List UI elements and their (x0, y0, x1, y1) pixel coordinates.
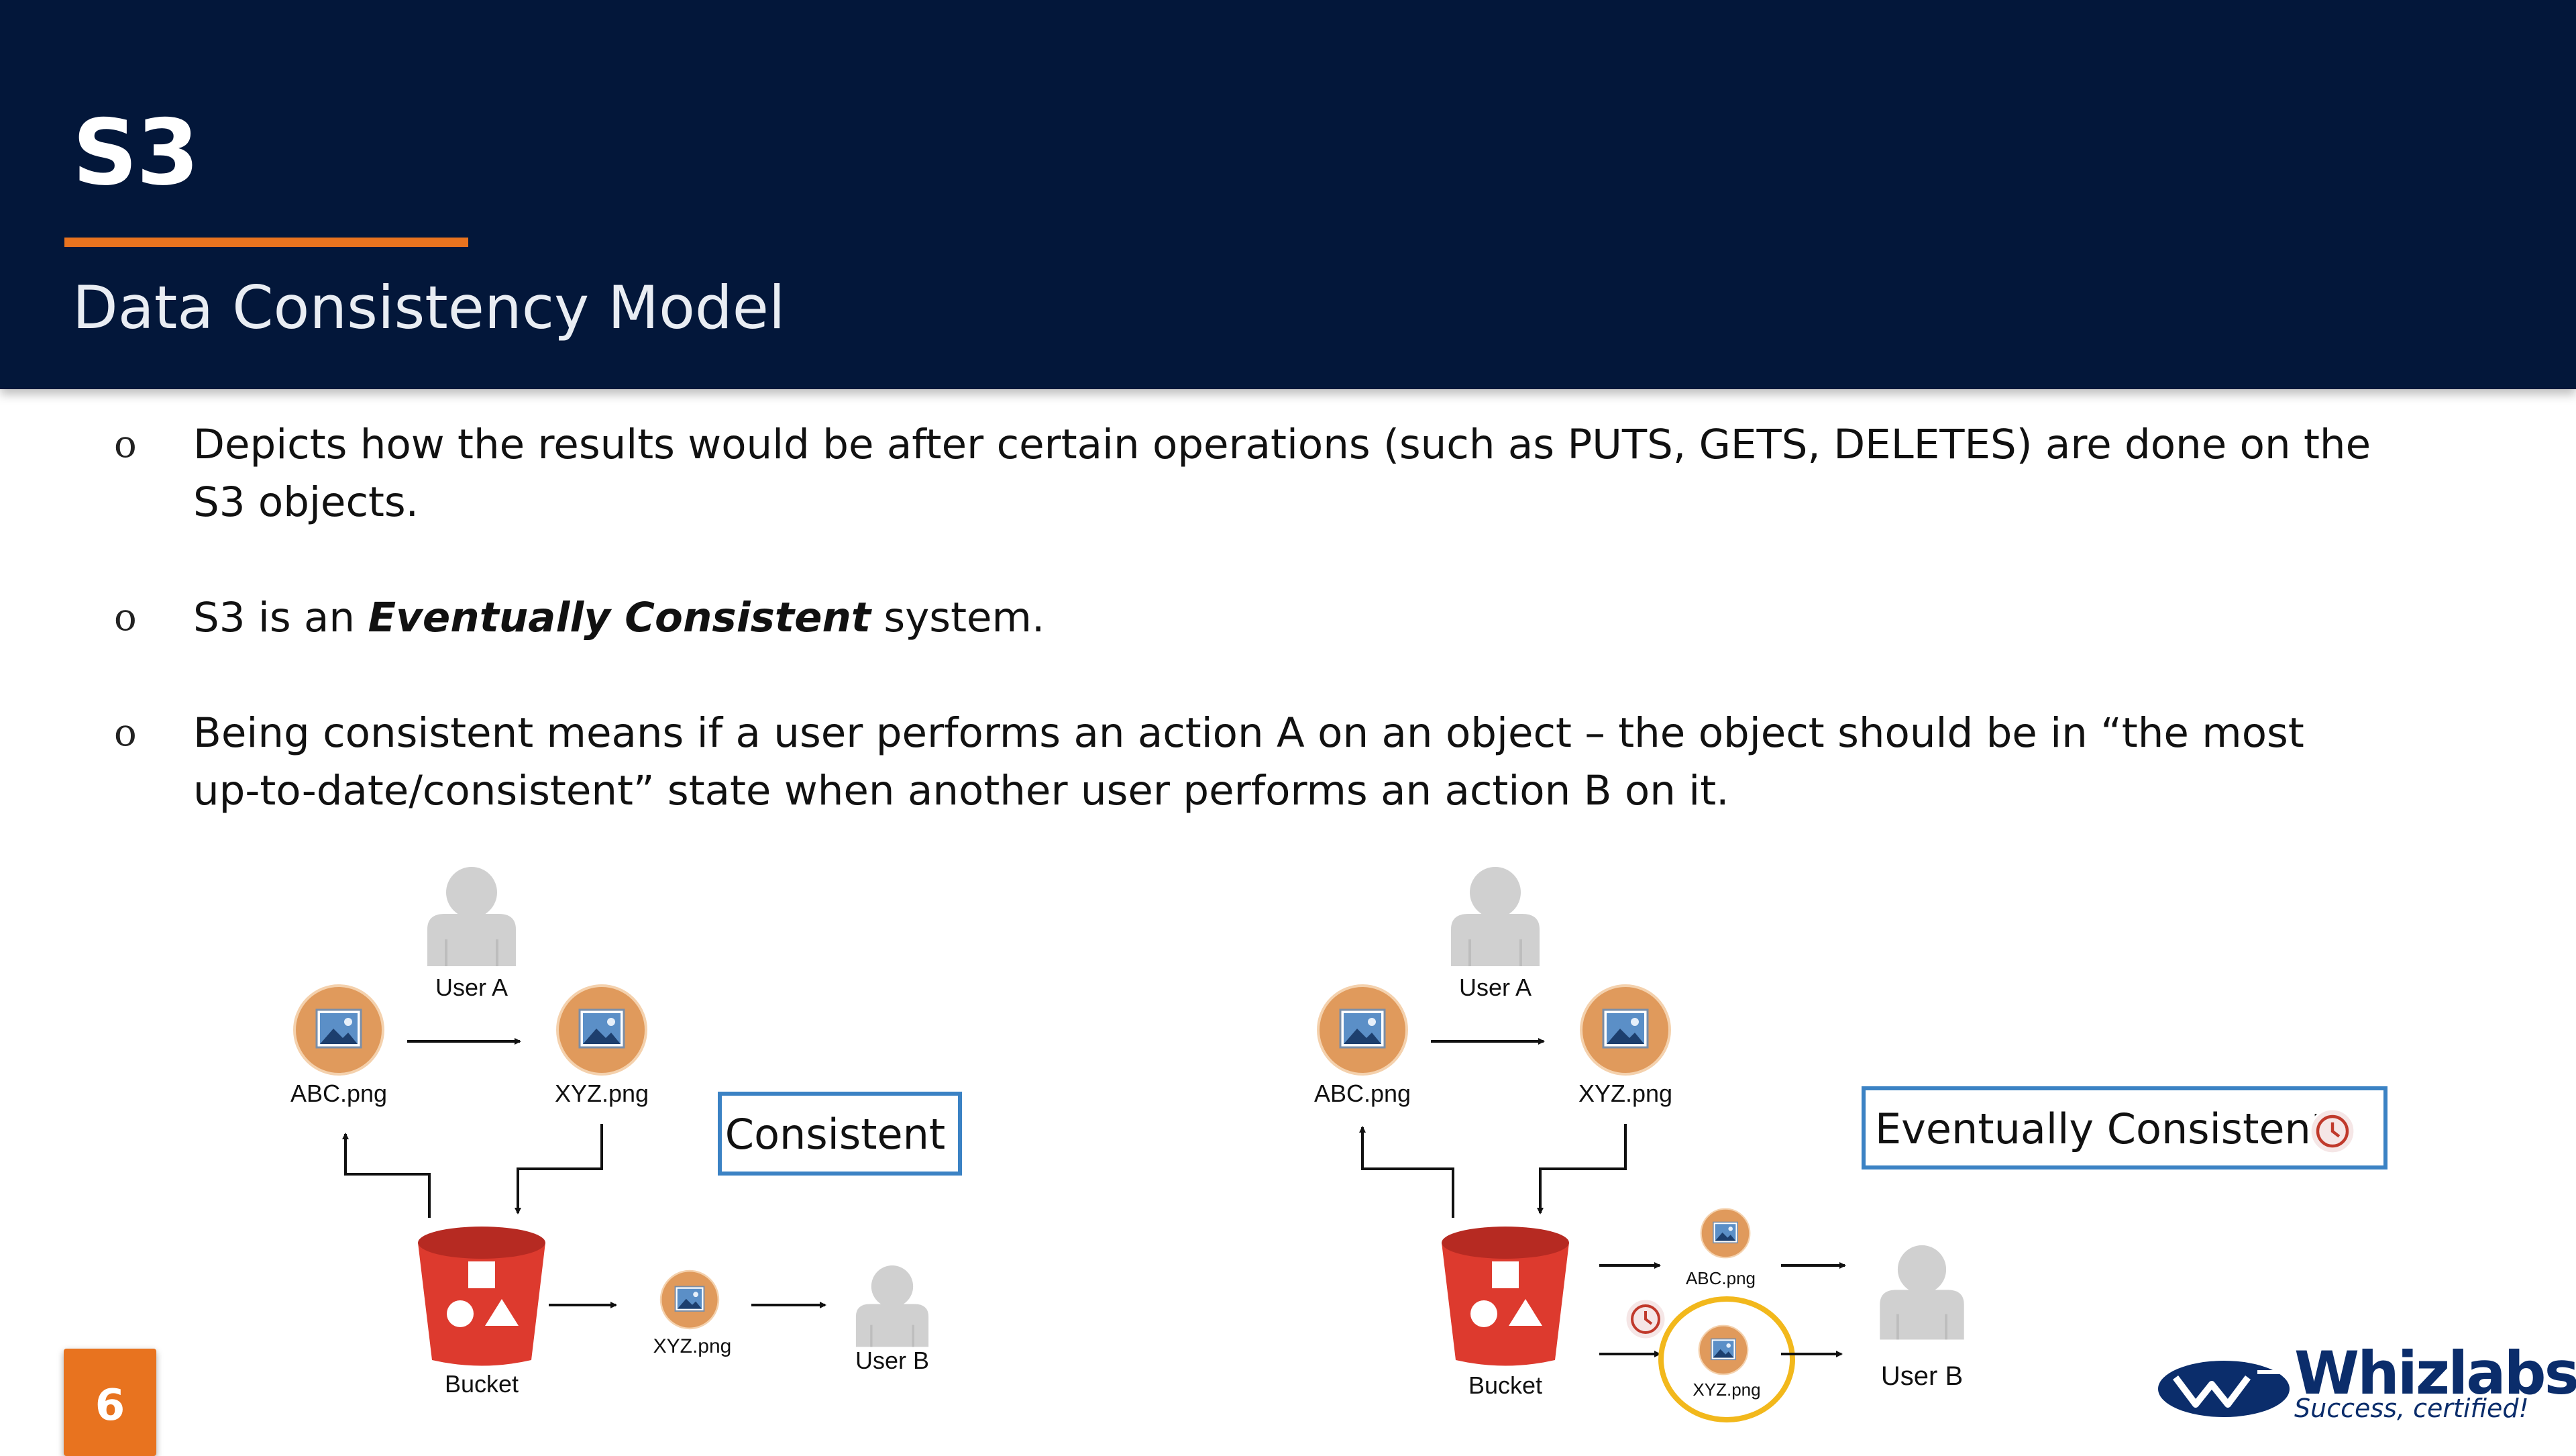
bullet-marker: o (114, 711, 137, 755)
slide-header: S3 Data Consistency Model (0, 0, 2576, 389)
bullet-marker: o (114, 596, 137, 639)
clock-icon (2310, 1109, 2355, 1153)
bullet-text-post: system. (871, 594, 1045, 641)
read-arrow (342, 1133, 431, 1218)
bullet-list: o Depicts how the results would be after… (114, 416, 2371, 878)
user-a-icon (1450, 866, 1541, 968)
output-file-label: XYZ.png (653, 1335, 732, 1357)
slide-subtitle: Data Consistency Model (72, 273, 786, 342)
page-number-badge: 6 (64, 1349, 156, 1456)
whizlabs-logo: Whizlabs Success, certified! (2157, 1339, 2576, 1426)
image-file-icon (1580, 984, 1671, 1076)
eventually-consistent-label: Eventually Consistent (1875, 1104, 2327, 1153)
bullet-emphasis: Eventually Consistent (368, 594, 871, 641)
image-file-icon (1317, 984, 1408, 1076)
bullet-text-pre: S3 is an (193, 594, 368, 641)
write-arrow (1537, 1124, 1627, 1214)
bullet-marker: o (114, 423, 137, 466)
bullet-item: o Depicts how the results would be after… (114, 416, 2373, 531)
output-file-label: ABC.png (1686, 1268, 1756, 1288)
user-b-label: User B (1881, 1361, 1963, 1391)
bucket-label: Bucket (1468, 1371, 1542, 1399)
user-a-label: User A (435, 974, 508, 1001)
write-arrow (515, 1124, 603, 1214)
consistent-label: Consistent (725, 1110, 945, 1159)
xyz-file-label: XYZ.png (555, 1080, 649, 1107)
bullet-text: Depicts how the results would be after c… (193, 421, 2371, 526)
abc-file-label: ABC.png (290, 1080, 387, 1107)
read-arrow (1359, 1126, 1454, 1218)
slide-title: S3 (72, 100, 199, 205)
image-file-icon (1700, 1208, 1751, 1259)
image-file-icon (1698, 1324, 1749, 1375)
bucket-icon (418, 1227, 545, 1366)
user-a-label: User A (1459, 974, 1532, 1001)
highlight-ring (1658, 1296, 1795, 1422)
bullet-item: o Being consistent means if a user perfo… (114, 705, 2373, 820)
whizlabs-logo-icon (2158, 1361, 2290, 1417)
logo-tagline: Success, certified! (2294, 1394, 2529, 1423)
title-underline (64, 238, 468, 247)
bullet-text: Being consistent means if a user perform… (193, 709, 2304, 815)
user-a-icon (426, 866, 517, 968)
clock-icon (1624, 1298, 1667, 1341)
consistent-box (718, 1092, 962, 1176)
image-file-icon (659, 1269, 720, 1330)
image-file-icon (556, 984, 647, 1076)
bucket-label: Bucket (445, 1370, 519, 1398)
output-file-label: XYZ.png (1693, 1380, 1760, 1400)
eventually-consistent-diagram: User A ABC.png XYZ.png Bucket ABC.png XY… (1314, 866, 2387, 1422)
xyz-file-label: XYZ.png (1578, 1080, 1672, 1107)
eventually-consistent-box (1862, 1086, 2387, 1169)
user-b-icon (855, 1264, 930, 1349)
bullet-item: o S3 is an Eventually Consistent system. (114, 589, 2328, 647)
bucket-icon (1442, 1227, 1569, 1366)
consistent-diagram: User A ABC.png XYZ.png Bucket XYZ.png Us… (290, 866, 962, 1398)
abc-file-label: ABC.png (1314, 1080, 1411, 1107)
user-b-label: User B (855, 1347, 929, 1374)
page-number: 6 (95, 1381, 125, 1431)
image-file-icon (293, 984, 384, 1076)
logo-brand: Whizlabs (2294, 1339, 2576, 1408)
user-b-icon (1878, 1244, 1966, 1341)
